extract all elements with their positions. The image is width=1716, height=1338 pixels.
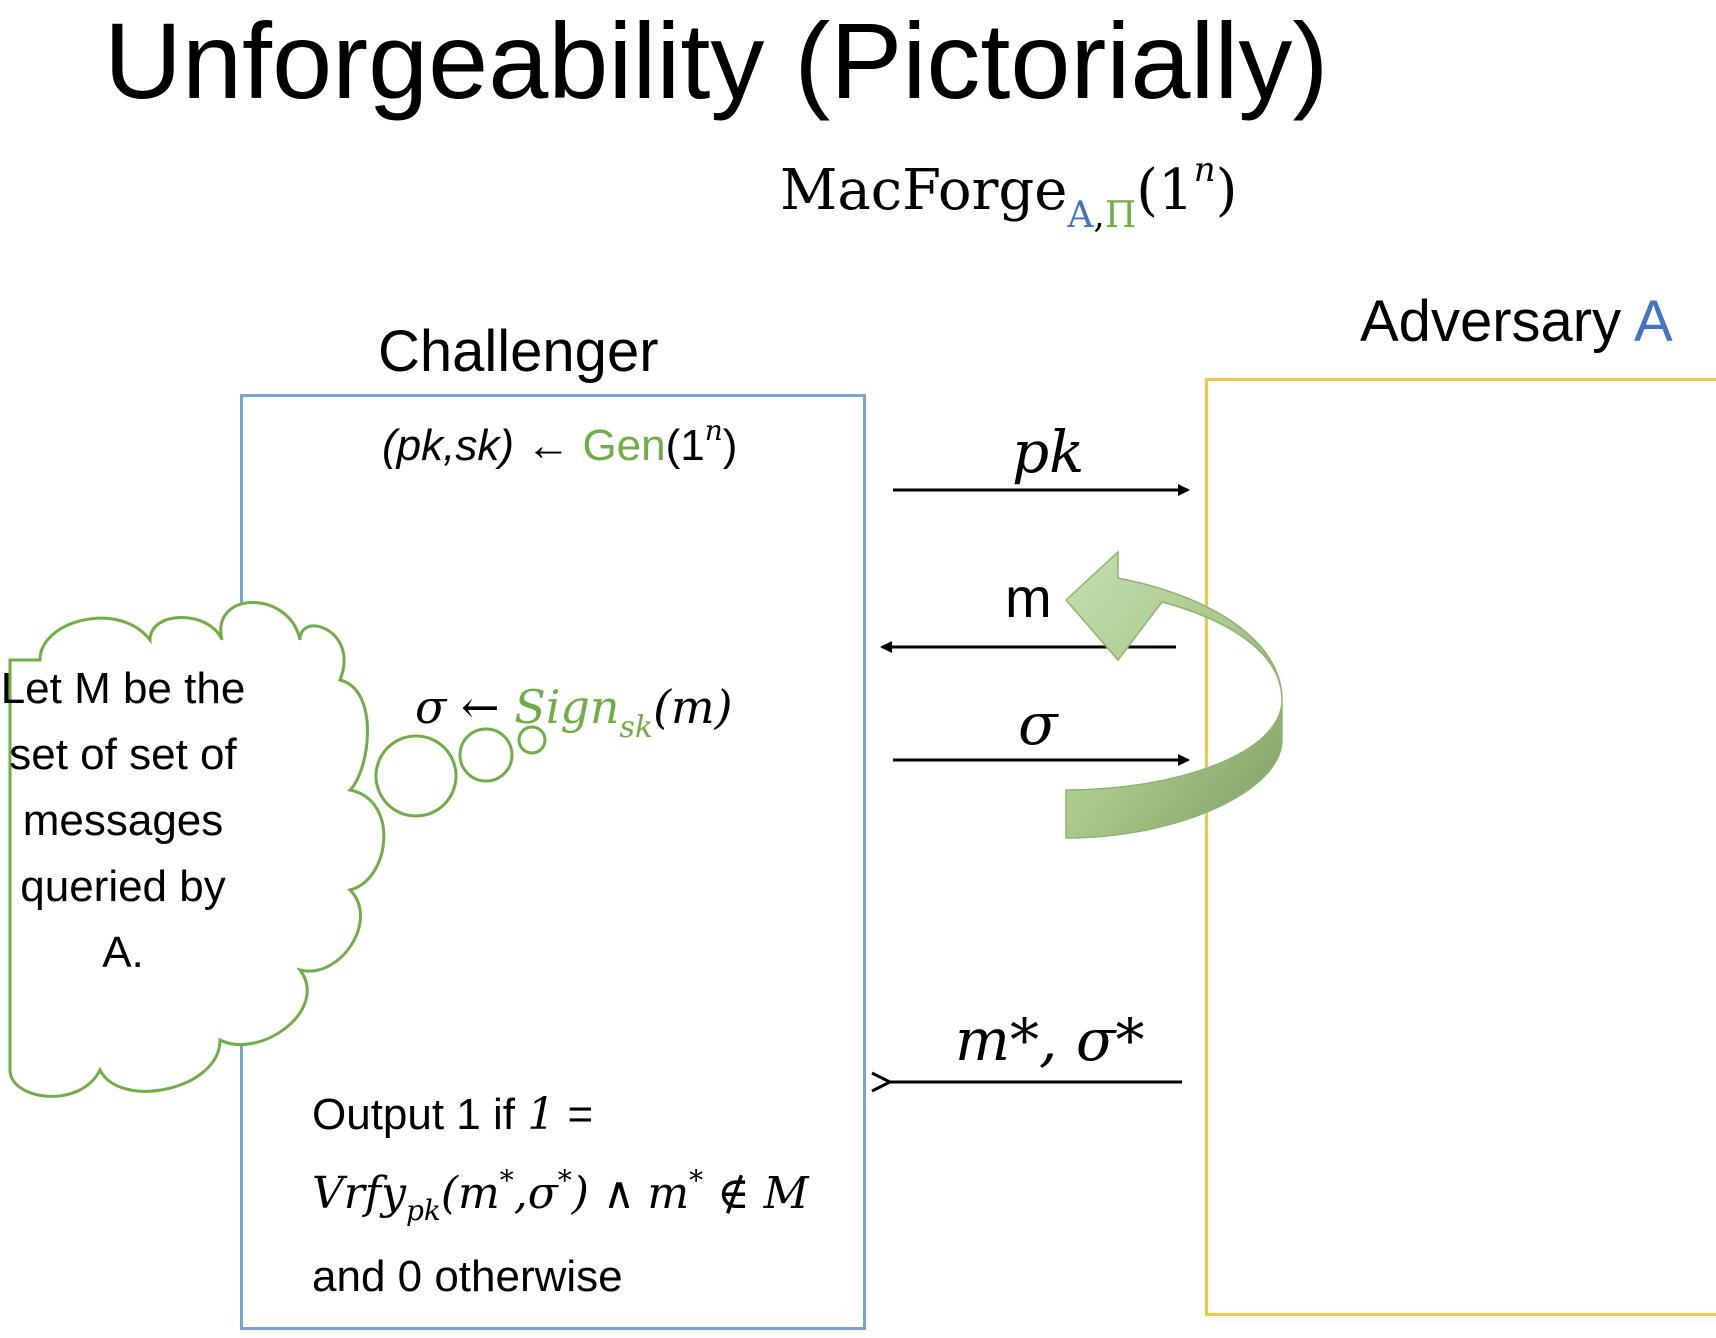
output-notin: ∉ M: [703, 1168, 809, 1219]
keygen-arrow: ←: [514, 421, 583, 470]
adversary-box: [1205, 378, 1716, 1316]
game-arg-close: ): [1215, 158, 1238, 223]
output-comma-sigma: ,σ: [513, 1168, 558, 1219]
thought-bubble-small: [517, 725, 547, 755]
game-sub-scheme: Π: [1104, 195, 1137, 236]
thought-cloud-text: Let M be the set of set of messages quer…: [0, 664, 246, 977]
output-star1: *: [499, 1164, 514, 1197]
loop-arrow: [1064, 550, 1283, 839]
game-sub-separator: ,: [1093, 195, 1105, 236]
game-arg-exponent: n: [1193, 150, 1216, 190]
sign-line: σ ← Signsk(m): [415, 680, 733, 745]
output-eq: =: [555, 1090, 594, 1139]
output-tail: and 0 otherwise: [312, 1252, 623, 1301]
message-m-label: m: [1005, 566, 1052, 629]
challenger-label: Challenger: [378, 319, 659, 384]
output-vrfy: Vrfy: [312, 1168, 406, 1219]
output-part1: Output 1 if: [312, 1090, 528, 1139]
keygen-lhs: (pk,sk): [382, 421, 514, 470]
adversary-label: Adversary A: [1360, 288, 1673, 355]
keygen-arg-open: (1: [665, 421, 705, 470]
thought-bubble-large: [374, 734, 458, 818]
game-name: MacForgeA,Π(1n): [780, 150, 1237, 237]
game-arg-open: (1: [1136, 158, 1194, 223]
thought-bubble-medium: [458, 727, 514, 783]
message-sigma-label: σ: [1018, 690, 1058, 758]
sign-lhs: σ: [415, 680, 447, 734]
output-one: 1: [527, 1089, 556, 1140]
output-mstar: m: [647, 1168, 690, 1219]
game-name-text: MacForge: [780, 158, 1068, 223]
output-star2: *: [557, 1164, 572, 1197]
message-forgery-label: m*, σ*: [955, 1006, 1145, 1074]
output-vrfy-sub: pk: [405, 1194, 441, 1227]
message-pk-label: pk: [1012, 418, 1085, 486]
thought-cloud: [8, 601, 386, 1098]
sign-arrow: ←: [446, 680, 515, 734]
sign-fn-sub: sk: [619, 710, 654, 745]
sign-fn: Sign: [514, 680, 620, 734]
game-sub-adversary: A: [1067, 195, 1094, 236]
adversary-label-letter: A: [1634, 289, 1673, 354]
keygen-arg-exp: n: [704, 414, 723, 447]
output-close-and: ) ∧: [571, 1168, 636, 1219]
keygen-line: (pk,sk) ← Gen(1n): [382, 414, 737, 471]
keygen-arg-close: ): [722, 421, 738, 470]
output-star3: *: [689, 1164, 704, 1197]
adversary-label-text: Adversary: [1360, 289, 1634, 354]
keygen-gen: Gen: [582, 421, 666, 470]
output-condition: Output 1 if 1 = Vrfypk(m*,σ*) ∧ m* ∉ M a…: [312, 1082, 832, 1310]
game-subscript: A,Π: [1067, 195, 1136, 236]
output-vrfy-args: (m: [440, 1168, 500, 1219]
slide-title: Unforgeability (Pictorially): [104, 0, 1329, 121]
sign-arg: (m): [653, 680, 733, 734]
